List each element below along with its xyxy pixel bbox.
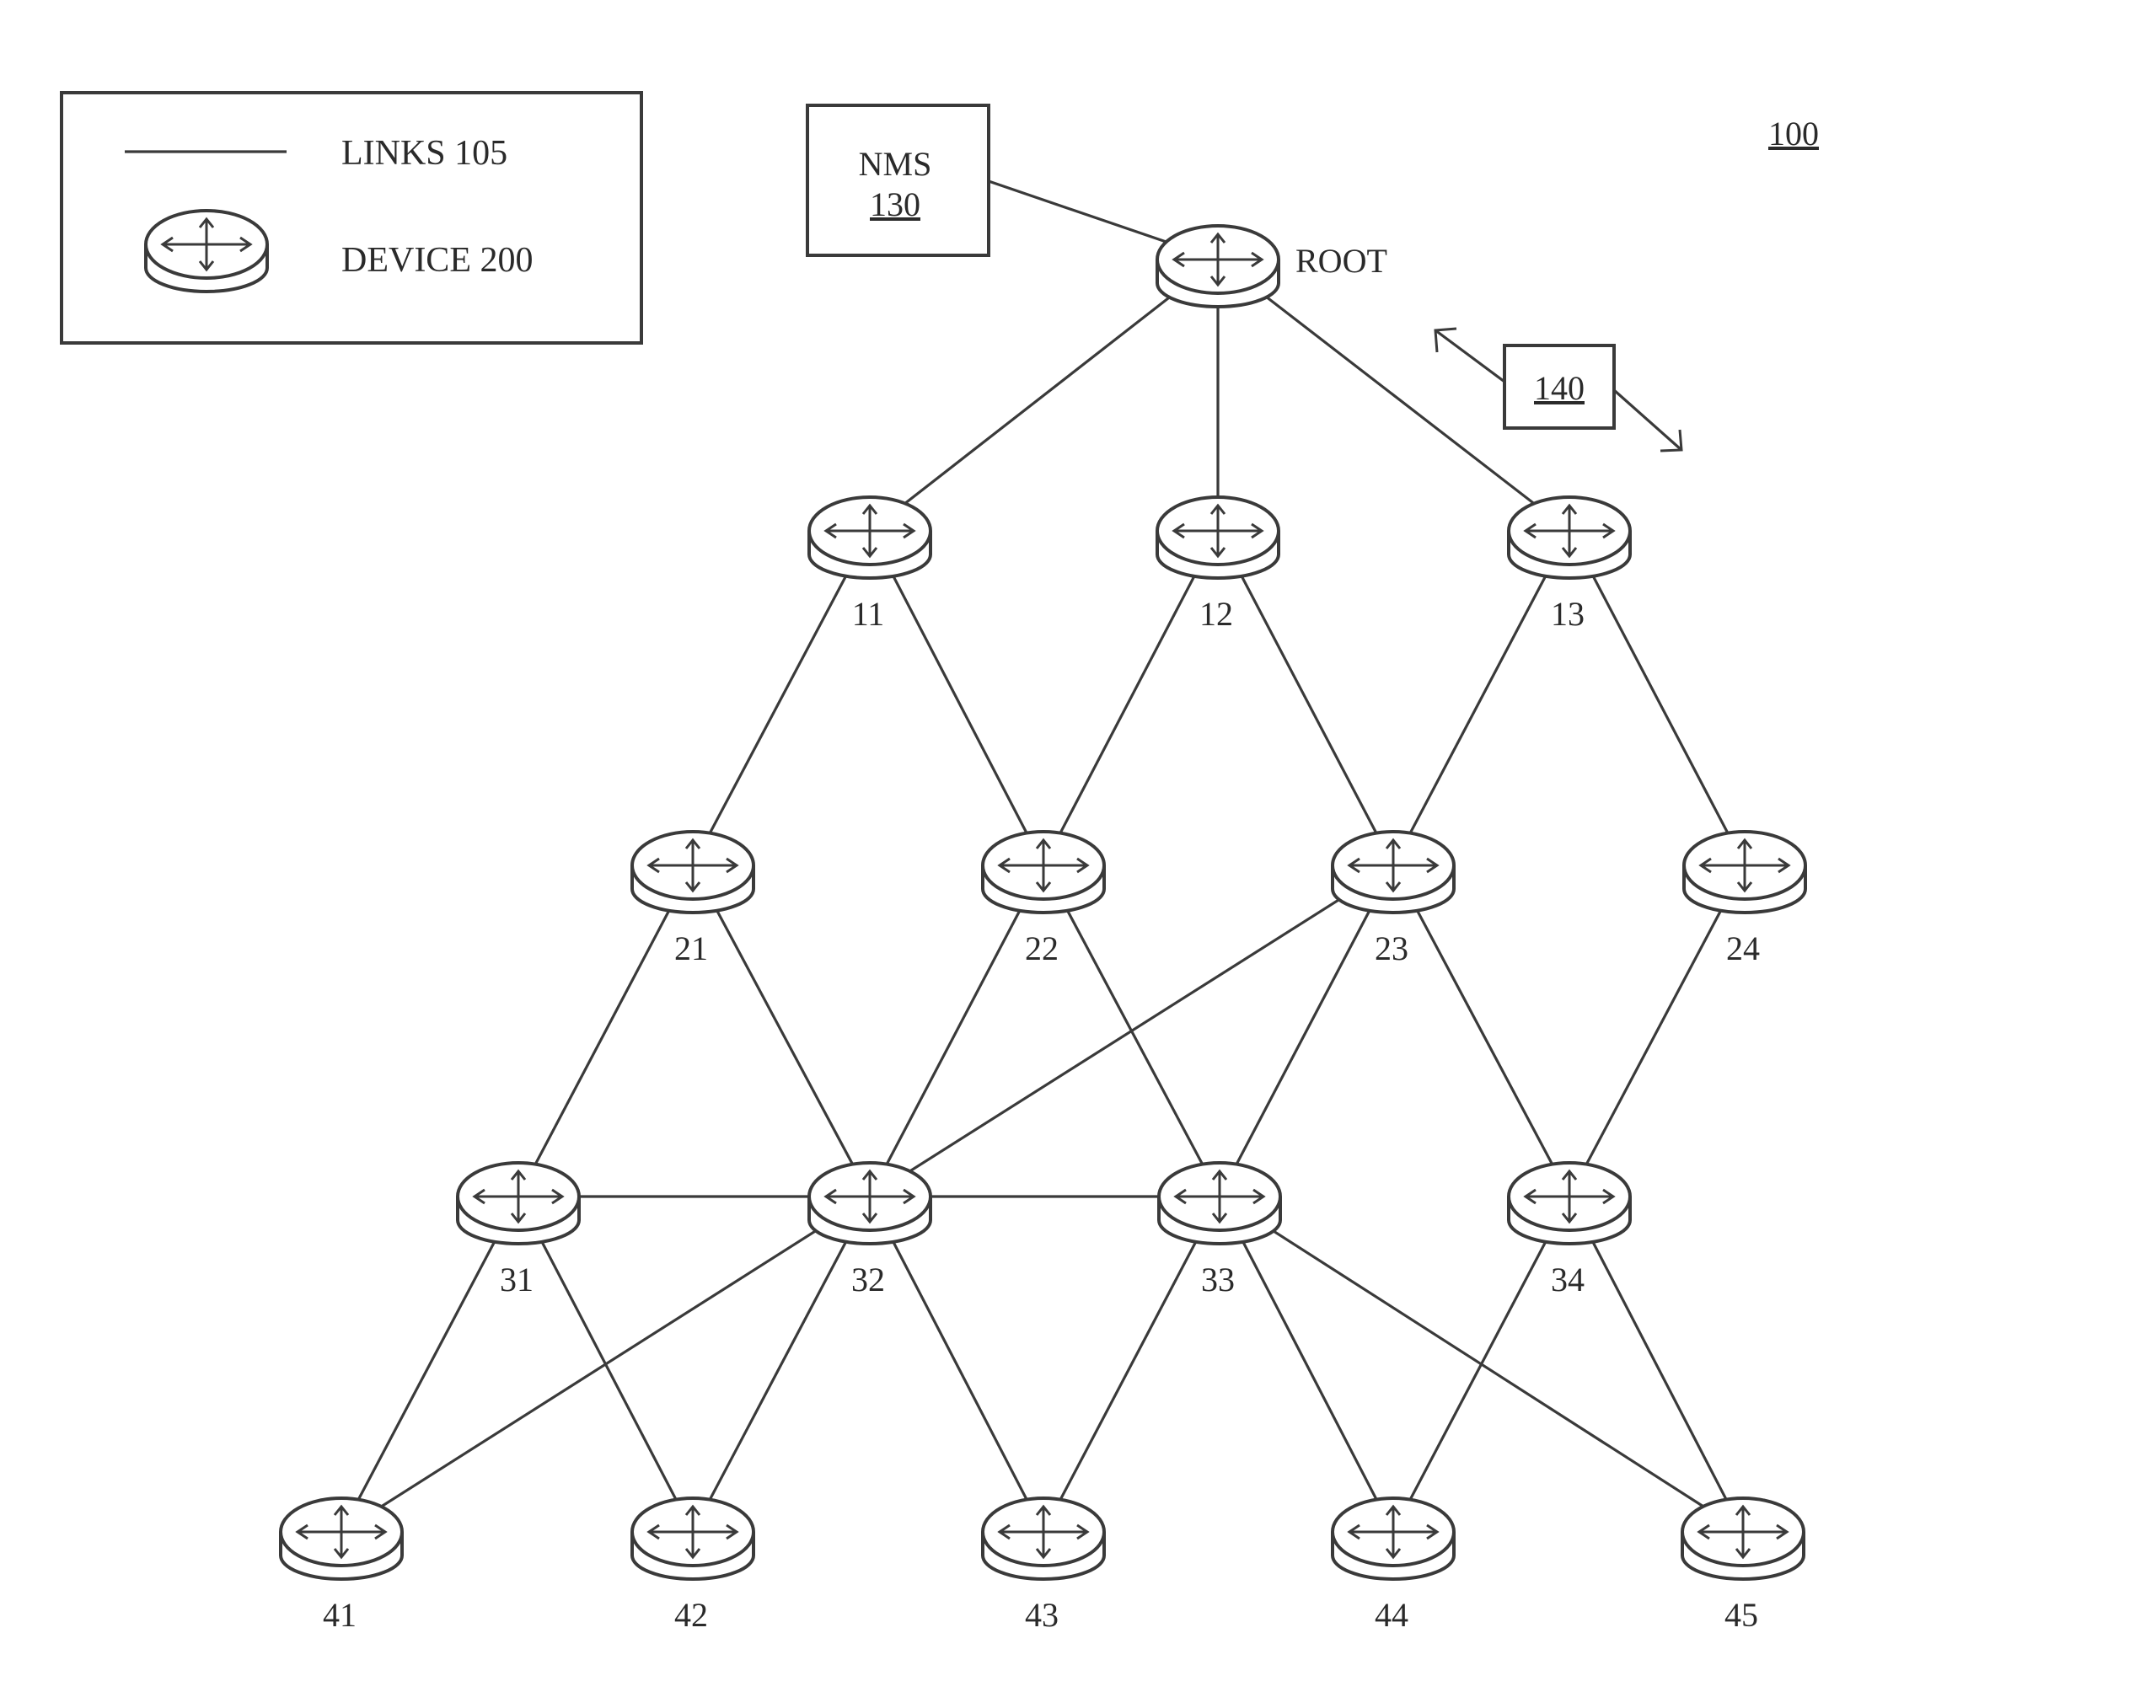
node-label-13: 13 [1551, 595, 1585, 633]
link-12-22 [1043, 531, 1218, 865]
router-icon [1509, 1163, 1630, 1244]
device-node-43: 43 [983, 1498, 1104, 1634]
node-label-41: 41 [323, 1596, 357, 1634]
link-11-21 [693, 531, 870, 865]
link-12-23 [1218, 531, 1393, 865]
node-label-44: 44 [1375, 1596, 1408, 1634]
router-icon [632, 1498, 754, 1579]
message-140: 140 [1435, 329, 1681, 451]
node-label-31: 31 [500, 1261, 534, 1298]
link-11-22 [870, 531, 1043, 865]
link-32-41 [341, 1197, 870, 1532]
router-icon [1333, 832, 1454, 913]
link-33-43 [1043, 1197, 1220, 1532]
device-node-42: 42 [632, 1498, 754, 1634]
router-icon [983, 1498, 1104, 1579]
node-label-42: 42 [674, 1596, 708, 1634]
node-label-33: 33 [1201, 1261, 1235, 1298]
message-arrow-up [1435, 330, 1504, 382]
router-icon [281, 1498, 402, 1579]
router-icon [1157, 226, 1279, 307]
link-32-43 [870, 1197, 1043, 1532]
device-node-45: 45 [1682, 1498, 1804, 1634]
link-21-32 [693, 865, 870, 1197]
link-32-42 [693, 1197, 870, 1532]
nodes-layer: ROOT 11 12 13 21 22 23 24 31 32 33 34 41 42 43 44 45 [281, 226, 1805, 1634]
link-34-44 [1393, 1197, 1569, 1532]
device-node-root: ROOT [1157, 226, 1387, 307]
legend-links-label: LINKS 105 [341, 134, 507, 173]
nms-label: NMS [859, 145, 932, 183]
node-label-21: 21 [674, 929, 708, 967]
nms-ref: 130 [870, 185, 920, 223]
device-node-44: 44 [1333, 1498, 1454, 1634]
message-label: 140 [1534, 369, 1585, 407]
router-icon [983, 832, 1104, 913]
router-icon [1684, 832, 1805, 913]
link-13-24 [1569, 531, 1745, 865]
legend-box [62, 93, 641, 343]
figure-reference: 100 [1768, 115, 1819, 153]
link-24-34 [1569, 865, 1745, 1197]
router-icon [1157, 497, 1279, 578]
link-34-45 [1569, 1197, 1743, 1532]
link-33-44 [1220, 1197, 1393, 1532]
link-13-23 [1393, 531, 1569, 865]
router-icon [632, 832, 754, 913]
nms-box: NMS 130 [807, 105, 989, 255]
message-arrow-down [1614, 390, 1681, 450]
legend-device-icon [146, 211, 267, 292]
node-label-root: ROOT [1295, 242, 1387, 280]
router-icon [1159, 1163, 1280, 1244]
router-icon [809, 497, 931, 578]
router-icon [809, 1163, 931, 1244]
legend-device-label: DEVICE 200 [341, 241, 533, 280]
node-label-34: 34 [1551, 1261, 1585, 1298]
legend: LINKS 105 DEVICE 200 [62, 93, 641, 343]
link-21-31 [518, 865, 693, 1197]
router-icon [1682, 1498, 1804, 1579]
router-icon [1509, 497, 1630, 578]
link-22-32 [870, 865, 1043, 1197]
link-23-33 [1220, 865, 1393, 1197]
node-label-32: 32 [851, 1261, 885, 1298]
link-root-11 [870, 260, 1218, 531]
node-label-24: 24 [1726, 929, 1760, 967]
node-label-23: 23 [1375, 929, 1408, 967]
router-icon [1333, 1498, 1454, 1579]
node-label-43: 43 [1025, 1596, 1059, 1634]
node-label-12: 12 [1199, 595, 1233, 633]
node-label-22: 22 [1025, 929, 1059, 967]
link-23-32 [870, 865, 1393, 1197]
device-node-41: 41 [281, 1498, 402, 1634]
link-31-41 [341, 1197, 518, 1532]
router-icon [458, 1163, 579, 1244]
node-label-11: 11 [852, 595, 885, 633]
node-label-45: 45 [1724, 1596, 1758, 1634]
link-23-34 [1393, 865, 1569, 1197]
